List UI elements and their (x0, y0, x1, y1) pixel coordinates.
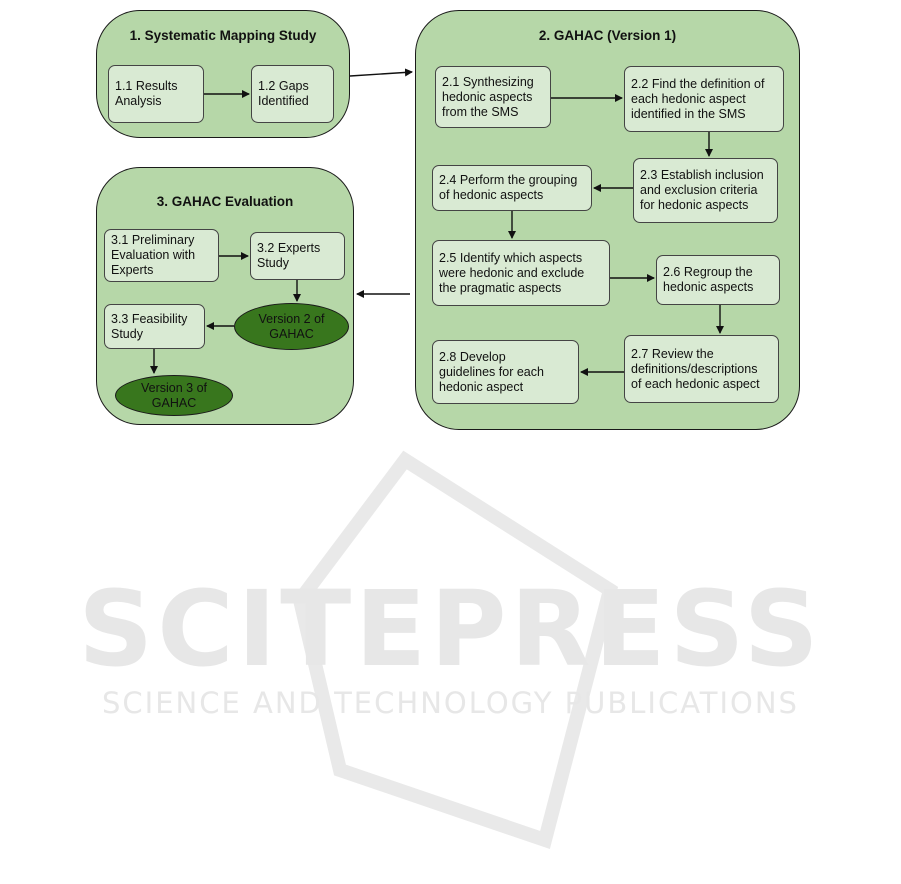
step-1-2: 1.2 Gaps Identified (251, 65, 334, 123)
group-title: 1. Systematic Mapping Study (129, 28, 317, 43)
step-2-7: 2.7 Review the definitions/descriptions … (624, 335, 779, 403)
step-2-4: 2.4 Perform the grouping of hedonic aspe… (432, 165, 592, 211)
step-3-2: 3.2 Experts Study (250, 232, 345, 280)
step-2-5: 2.5 Identify which aspects were hedonic … (432, 240, 610, 306)
step-2-8: 2.8 Develop guidelines for each hedonic … (432, 340, 579, 404)
version-3-node: Version 3 of GAHAC (115, 375, 233, 416)
watermark-subtext: SCIENCE AND TECHNOLOGY PUBLICATIONS (102, 686, 799, 720)
step-2-6: 2.6 Regroup the hedonic aspects (656, 255, 780, 305)
step-3-1: 3.1 Preliminary Evaluation with Experts (104, 229, 219, 282)
watermark-text: SCITEPRESS (78, 568, 823, 690)
arrow-group1-to-group2 (349, 68, 413, 77)
step-2-2: 2.2 Find the definition of each hedonic … (624, 66, 784, 132)
step-2-3: 2.3 Establish inclusion and exclusion cr… (633, 158, 778, 223)
group-title: 2. GAHAC (Version 1) (538, 28, 677, 43)
step-2-1: 2.1 Synthesizing hedonic aspects from th… (435, 66, 551, 128)
step-1-1: 1.1 Results Analysis (108, 65, 204, 123)
group-title: 3. GAHAC Evaluation (156, 194, 294, 209)
step-3-3: 3.3 Feasibility Study (104, 304, 205, 349)
version-2-node: Version 2 of GAHAC (234, 303, 349, 350)
